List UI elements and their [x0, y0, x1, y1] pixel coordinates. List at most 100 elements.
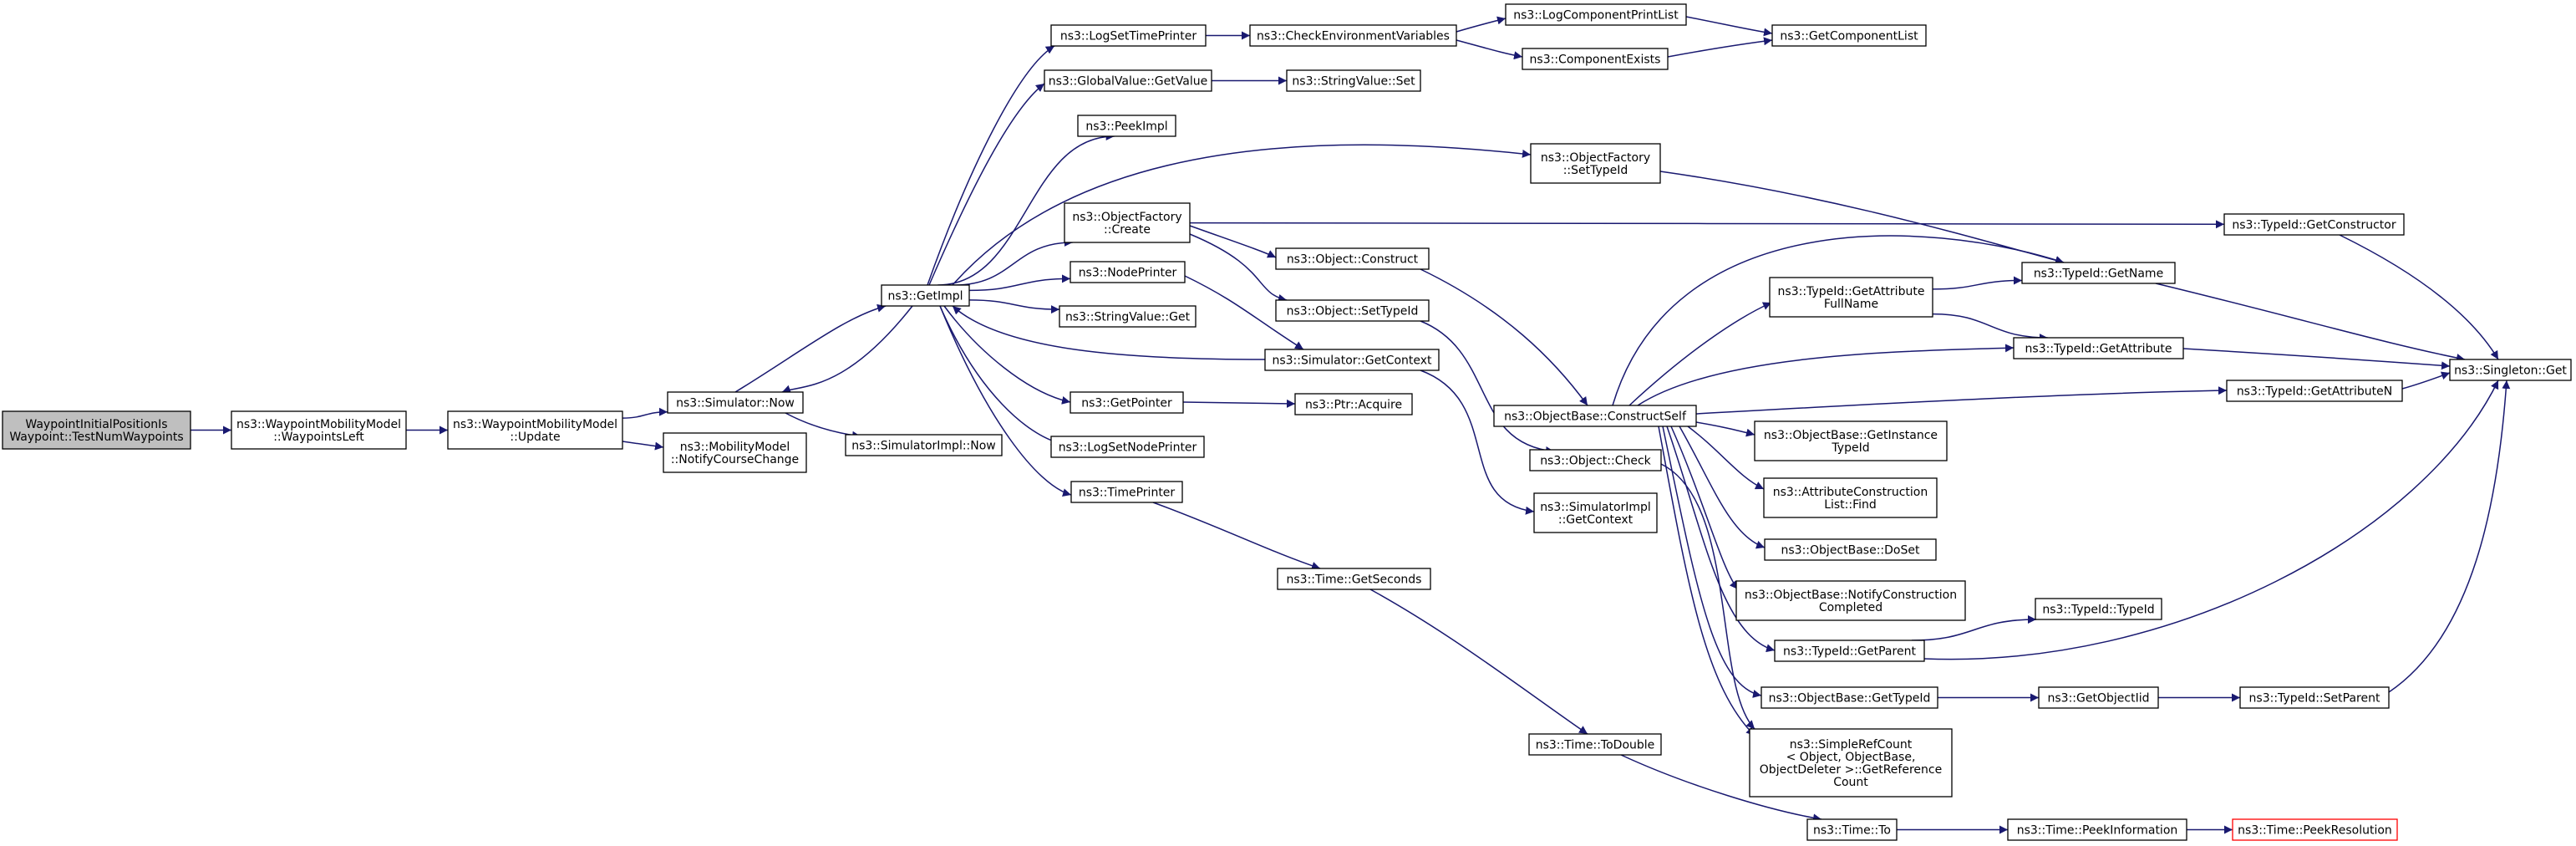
node-ob_constructself[interactable]: ns3::ObjectBase::ConstructSelf [1493, 405, 1697, 427]
node-box [1064, 202, 1191, 243]
node-logsettp[interactable]: ns3::LogSetTimePrinter [1050, 24, 1207, 47]
node-tid_getparent[interactable]: ns3::TypeId::GetParent [1774, 640, 1925, 662]
edge-tid_getparent-to-tid_typeid [1911, 615, 2037, 641]
edge-getimpl-to-timeprinter [939, 305, 1072, 497]
edge-logcpl-to-getcomplist [1685, 16, 1773, 37]
node-ob_gettypeid[interactable]: ns3::ObjectBase::GetTypeId [1761, 686, 1938, 709]
node-label: ns3::TypeId::GetAttributeN [2237, 385, 2392, 399]
node-time_getsec[interactable]: ns3::Time::GetSeconds [1277, 568, 1431, 590]
edge-getimpl-to-gv_getvalue [928, 83, 1045, 286]
node-peekimpl[interactable]: ns3::PeekImpl [1077, 115, 1176, 137]
node-simimpl_getctx[interactable]: ns3::SimulatorImpl::GetContext [1533, 492, 1658, 533]
edge-tid_getctor-to-singleton_get [2339, 234, 2499, 360]
node-box [2035, 598, 2162, 620]
node-tid_setparent[interactable]: ns3::TypeId::SetParent [2239, 686, 2390, 709]
node-box [1070, 261, 1186, 283]
node-label: ns3::PeekImpl [1085, 120, 1167, 134]
node-getcomplist[interactable]: ns3::GetComponentList [1771, 24, 1927, 47]
node-label: ns3::ComponentExists [1530, 54, 1661, 67]
node-label: ns3::StringValue::Set [1292, 75, 1415, 89]
node-sv_get[interactable]: ns3::StringValue::Get [1059, 305, 1197, 328]
node-box [1806, 818, 1898, 841]
edge-obj_construct-to-ob_constructself [1420, 268, 1588, 406]
node-label: ns3::SimpleRefCount [1790, 738, 1913, 752]
node-box [1771, 24, 1927, 47]
node-box [1763, 477, 1938, 518]
node-sim_now[interactable]: ns3::Simulator::Now [667, 391, 804, 414]
node-box [2226, 380, 2403, 402]
edge-getimpl-to-peekimpl [937, 132, 1115, 286]
node-getobjectiid[interactable]: ns3::GetObjectIid [2038, 686, 2159, 709]
edge-ob_constructself-to-ob_gettypeid [1662, 426, 1762, 698]
node-singleton_get[interactable]: ns3::Singleton::Get [2449, 359, 2572, 381]
node-obj_settypeid[interactable]: ns3::Object::SetTypeId [1275, 299, 1430, 322]
node-timeprinter[interactable]: ns3::TimePrinter [1070, 481, 1183, 503]
node-box [1761, 686, 1938, 709]
node-time_peekres[interactable]: ns3::Time::PeekResolution [2232, 818, 2398, 841]
edge-tid_getname-to-singleton_get [2155, 283, 2466, 362]
node-of_create[interactable]: ns3::ObjectFactory::Create [1064, 202, 1191, 243]
node-label: ns3::Time::PeekResolution [2238, 824, 2392, 838]
node-mm_ncc[interactable]: ns3::MobilityModel::NotifyCourseChange [663, 432, 807, 473]
node-tid_getattr[interactable]: ns3::TypeId::GetAttribute [2013, 337, 2184, 359]
node-label: ns3::TypeId::GetAttribute [2025, 343, 2172, 356]
node-wml_upd[interactable]: ns3::WaypointMobilityModel::Update [447, 410, 623, 450]
edge-getimpl-to-logsetnp [939, 305, 1060, 446]
node-box [1050, 436, 1205, 458]
node-src_getrefcount[interactable]: ns3::SimpleRefCount< Object, ObjectBase,… [1749, 728, 1953, 798]
node-logsetnp[interactable]: ns3::LogSetNodePrinter [1050, 436, 1205, 458]
node-box [2232, 818, 2398, 841]
node-of_settypeid[interactable]: ns3::ObjectFactory::SetTypeId [1530, 143, 1661, 184]
node-box [1277, 568, 1431, 590]
node-tid_getname[interactable]: ns3::TypeId::GetName [2021, 262, 2176, 284]
node-label: ns3::ObjectFactory [1541, 151, 1650, 165]
node-sim_getctx[interactable]: ns3::Simulator::GetContext [1264, 349, 1440, 371]
node-time_todouble[interactable]: ns3::Time::ToDouble [1528, 733, 1662, 756]
node-box [1264, 349, 1440, 371]
node-box [845, 434, 1003, 456]
edge-ob_constructself-to-acl_find [1687, 426, 1765, 490]
node-box [447, 410, 623, 450]
node-label: Count [1833, 776, 1868, 789]
node-checkenv[interactable]: ns3::CheckEnvironmentVariables [1249, 24, 1457, 47]
node-label: ns3::GetComponentList [1780, 30, 1918, 43]
node-nodeprinter[interactable]: ns3::NodePrinter [1070, 261, 1186, 283]
edge-getpointer-to-ptr_acquire [1182, 399, 1296, 408]
node-label: ns3::TypeId::SetParent [2249, 692, 2380, 706]
node-getpointer[interactable]: ns3::GetPointer [1070, 391, 1184, 414]
node-tid_getattrn[interactable]: ns3::TypeId::GetAttributeN [2226, 380, 2403, 402]
node-root[interactable]: WaypointInitialPositionIsWaypoint::TestN… [2, 410, 191, 450]
node-tid_typeid[interactable]: ns3::TypeId::TypeId [2035, 598, 2162, 620]
node-obj_check[interactable]: ns3::Object::Check [1529, 449, 1662, 471]
node-obj_construct[interactable]: ns3::Object::Construct [1275, 247, 1430, 270]
edge-getimpl-to-getpointer [943, 305, 1071, 405]
node-label: ns3::Object::Check [1540, 455, 1651, 468]
node-sv_set[interactable]: ns3::StringValue::Set [1286, 69, 1421, 92]
node-label: ns3::TimePrinter [1079, 487, 1176, 500]
node-time_peekinfo[interactable]: ns3::Time::PeekInformation [2007, 818, 2187, 841]
node-getimpl[interactable]: ns3::GetImpl [881, 284, 970, 307]
edge-getimpl-to-logsettp [927, 45, 1055, 286]
call-edges [191, 16, 2511, 834]
node-logcpl[interactable]: ns3::LogComponentPrintList [1505, 3, 1687, 26]
node-ob_notify[interactable]: ns3::ObjectBase::NotifyConstructionCompl… [1735, 580, 1966, 621]
node-label: ns3::WaypointMobilityModel [236, 418, 401, 431]
edge-tid_getattrn-to-singleton_get [2401, 371, 2451, 390]
node-time_to[interactable]: ns3::Time::To [1806, 818, 1898, 841]
node-ptr_acquire[interactable]: ns3::Ptr::Acquire [1294, 393, 1413, 415]
node-gv_getvalue[interactable]: ns3::GlobalValue::GetValue [1044, 69, 1212, 92]
node-tid_getctor[interactable]: ns3::TypeId::GetConstructor [2223, 213, 2405, 236]
edge-ob_constructself-to-src_getrefcount [1658, 426, 1755, 736]
edge-wml_upd-to-sim_now [622, 407, 668, 419]
edge-ob_constructself-to-ob_doset [1679, 426, 1766, 549]
node-simimpl_now[interactable]: ns3::SimulatorImpl::Now [845, 434, 1003, 456]
node-compexists[interactable]: ns3::ComponentExists [1522, 48, 1669, 70]
node-ob_doset[interactable]: ns3::ObjectBase::DoSet [1764, 538, 1937, 561]
node-label: ns3::ObjectBase::NotifyConstruction [1745, 589, 1957, 602]
node-box [2239, 686, 2390, 709]
node-wml_wpl[interactable]: ns3::WaypointMobilityModel::WaypointsLef… [231, 410, 407, 450]
